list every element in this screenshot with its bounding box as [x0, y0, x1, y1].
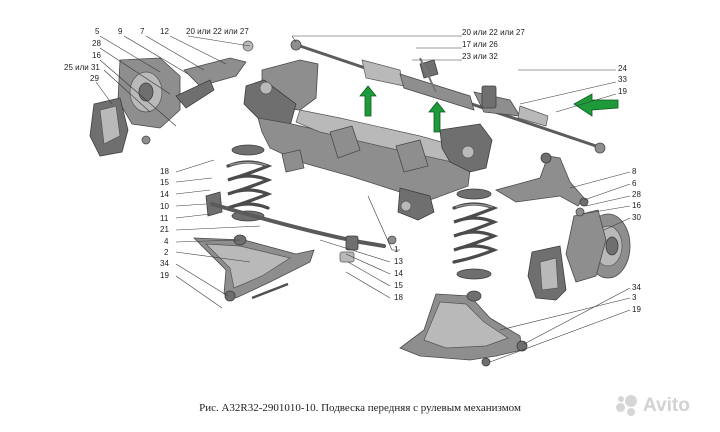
callout-16a: 16 — [92, 51, 101, 60]
figure-caption: Рис. А32R32-2901010-10. Подвеска передня… — [199, 402, 521, 414]
callout-15b: 15 — [394, 281, 403, 290]
right-knuckle-assembly — [527, 207, 631, 301]
callout-2: 2 — [164, 248, 169, 257]
steering-rack — [290, 39, 606, 154]
stabilizer-bar — [210, 202, 397, 263]
callout-14b: 14 — [394, 269, 403, 278]
callout-28b: 28 — [632, 190, 641, 199]
callout-10: 10 — [160, 202, 169, 211]
avito-logo-icon — [614, 393, 640, 419]
callout-33: 33 — [618, 75, 627, 84]
callout-23: 23 или 32 — [462, 52, 498, 61]
callout-1: 1 — [394, 245, 399, 254]
callout-29: 29 — [90, 74, 99, 83]
callout-4: 4 — [164, 237, 169, 246]
direction-arrows — [359, 85, 619, 133]
callout-16b: 16 — [632, 201, 641, 210]
callout-30: 30 — [632, 213, 641, 222]
callout-3: 3 — [632, 293, 637, 302]
callout-34a: 34 — [160, 259, 169, 268]
callout-18a: 18 — [160, 167, 169, 176]
callout-19a: 19 — [618, 87, 627, 96]
callout-34b: 34 — [632, 283, 641, 292]
callout-13: 13 — [394, 257, 403, 266]
left-knuckle-assembly — [89, 40, 254, 157]
callout-11: 11 — [160, 214, 169, 223]
callout-24: 24 — [618, 64, 627, 73]
callout-9: 9 — [118, 27, 123, 36]
up-arrow-icon — [359, 85, 377, 117]
leader-lines — [95, 35, 631, 363]
right-coil-spring — [452, 188, 499, 280]
callout-5: 5 — [95, 27, 100, 36]
left-arrow-icon — [573, 93, 619, 117]
right-lower-arm — [399, 290, 528, 367]
avito-watermark-text: Avito — [643, 395, 690, 416]
callout-18b: 18 — [394, 293, 403, 302]
callout-15a: 15 — [160, 178, 169, 187]
right-upper-arm — [494, 152, 589, 207]
callout-19c: 19 — [632, 305, 641, 314]
callout-21: 21 — [160, 225, 169, 234]
callout-8: 8 — [632, 167, 637, 176]
left-lower-arm — [192, 234, 315, 302]
callout-14a: 14 — [160, 190, 169, 199]
avito-watermark: Avito — [614, 392, 714, 420]
callout-20a: 20 или 22 или 27 — [186, 27, 249, 36]
up-arrow-icon — [428, 101, 446, 133]
callout-28a: 28 — [92, 39, 101, 48]
front-subframe — [243, 59, 493, 221]
callout-20b: 20 или 22 или 27 — [462, 28, 525, 37]
callout-17: 17 или 26 — [462, 40, 498, 49]
callout-25: 25 или 31 — [64, 63, 100, 72]
callout-12: 12 — [160, 27, 169, 36]
callout-19b: 19 — [160, 271, 169, 280]
callout-7: 7 — [140, 27, 145, 36]
callout-labels: 5 9 7 12 20 или 22 или 27 28 16 25 или 3… — [64, 27, 641, 314]
callout-6: 6 — [632, 179, 637, 188]
